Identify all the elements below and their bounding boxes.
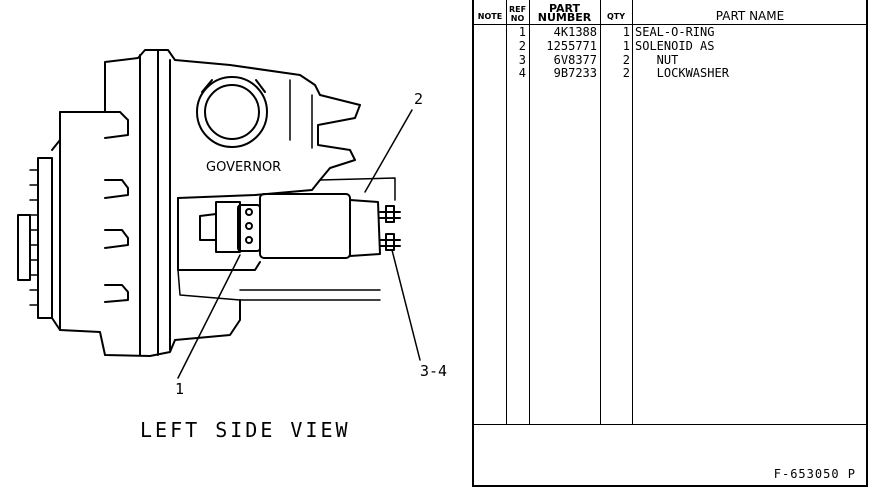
header-number: NUMBER [537,11,592,24]
qty-cell: 1 [622,25,630,39]
drawing-number: F-653050 P [773,467,856,481]
header-no: NO [510,14,525,23]
part-name-cell: SOLENOID AS [635,39,715,53]
footer-divider [474,424,866,425]
governor-solenoid-drawing [17,49,421,379]
callout-2: 2 [414,90,424,108]
table-row: 3 6V8377 2 NUT [474,54,868,67]
part-number-cell: 1255771 [546,39,597,53]
header-note: NOTE [477,12,503,21]
governor-label: GOVERNOR [206,160,282,175]
column-divider [506,0,507,424]
column-divider [600,0,601,424]
header-ref: REF [508,5,527,14]
parts-diagram: GOVERNOR 2 1 3-4 LEFT SIDE VIEW [17,49,448,442]
qty-cell: 2 [622,66,630,80]
view-title: LEFT SIDE VIEW [140,418,351,442]
header-divider [474,24,866,25]
ref-cell: 2 [518,39,526,53]
parts-table: NOTE REF NO PART NUMBER QTY PART NAME 1 … [472,0,868,487]
ref-cell: 4 [518,66,526,80]
ref-cell: 1 [518,25,526,39]
header-part: PART [548,2,581,15]
callout-3-4: 3-4 [420,362,448,380]
qty-cell: 1 [622,39,630,53]
part-number-cell: 9B7233 [553,66,597,80]
part-name-cell: SEAL-O-RING [635,25,715,39]
table-row: 1 4K1388 1 SEAL-O-RING [474,26,868,39]
callout-1: 1 [175,380,185,398]
header-qty: QTY [606,12,626,21]
part-name-cell: NUT [635,53,679,67]
part-number-cell: 6V8377 [553,53,597,67]
column-divider [529,0,530,424]
part-number-cell: 4K1388 [553,25,597,39]
table-row: 4 9B7233 2 LOCKWASHER [474,67,868,80]
qty-cell: 2 [622,53,630,67]
ref-cell: 3 [518,53,526,67]
table-row: 2 1255771 1 SOLENOID AS [474,40,868,53]
part-name-cell: LOCKWASHER [635,66,729,80]
column-divider [632,0,633,424]
header-part-name: PART NAME [715,9,785,23]
